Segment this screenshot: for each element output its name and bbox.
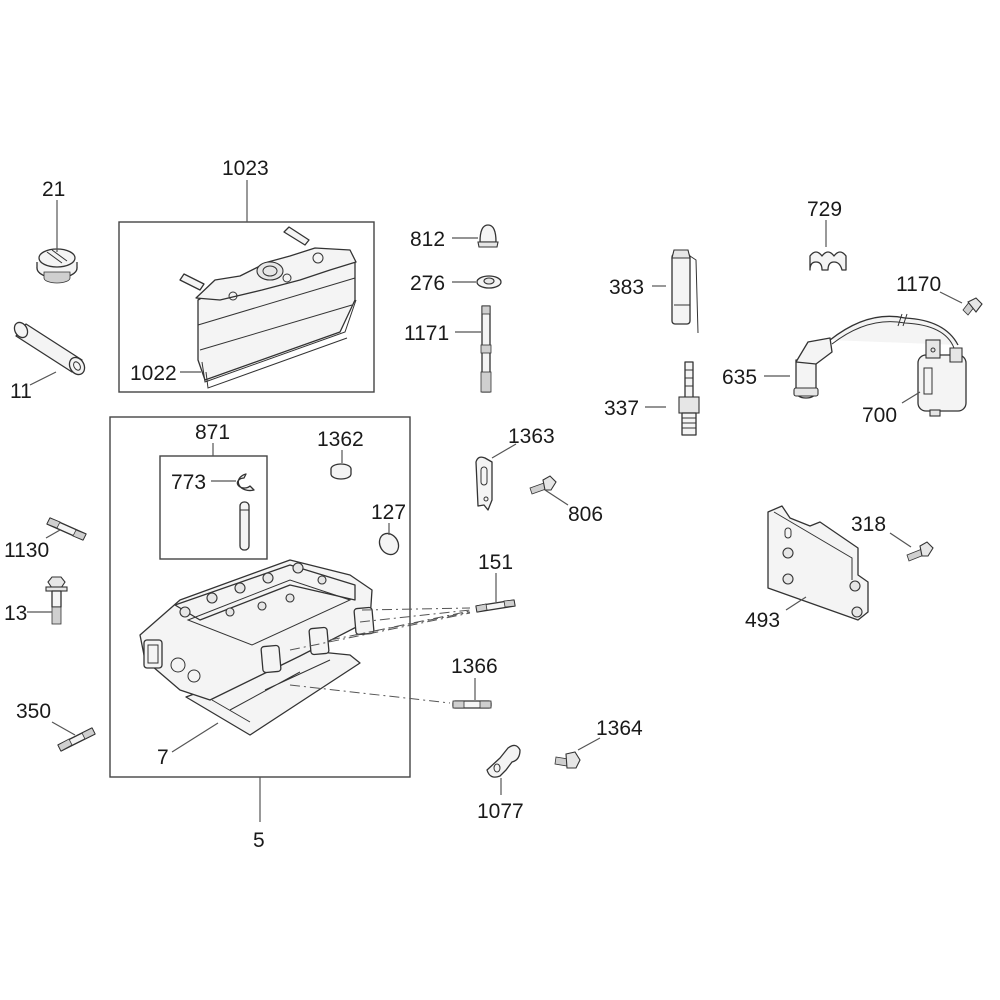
label-276[interactable]: 276 [410,272,445,295]
part-337-spark-plug[interactable] [678,361,700,436]
part-871-valve-guide[interactable] [239,501,250,551]
label-729[interactable]: 729 [807,198,842,221]
part-383-plug-connector[interactable] [671,249,699,334]
label-806[interactable]: 806 [568,503,603,526]
label-1363[interactable]: 1363 [508,425,555,448]
label-635[interactable]: 635 [722,366,757,389]
part-812-cap-nut[interactable] [477,224,499,248]
part-151-stud[interactable] [475,599,516,613]
installation-lines-151 [289,607,471,651]
leader-806 [544,489,569,506]
label-1023[interactable]: 1023 [222,157,269,180]
part-700-ignition-coil[interactable] [917,339,967,417]
leader-318 [889,532,912,548]
label-1171[interactable]: 1171 [404,322,449,345]
label-11[interactable]: 11 [10,380,32,403]
label-1366[interactable]: 1366 [451,655,498,678]
installation-line-1366 [289,684,451,704]
part-1366-stud[interactable] [452,700,492,709]
part-318-bolt[interactable] [906,541,934,562]
label-1077[interactable]: 1077 [477,800,524,823]
part-5-cylinder-head[interactable] [139,559,375,736]
part-1364-bolt[interactable] [554,751,581,769]
part-1363-bracket[interactable] [475,456,493,511]
part-635-plug-cap[interactable] [793,337,833,399]
part-11-sleeve[interactable] [12,320,88,377]
label-1022[interactable]: 1022 [130,362,177,385]
label-871[interactable]: 871 [195,421,230,444]
label-1130[interactable]: 1130 [4,539,49,562]
part-21-oil-cap[interactable] [36,248,78,284]
label-1362[interactable]: 1362 [317,428,364,451]
label-151[interactable]: 151 [478,551,513,574]
leader-700 [901,391,921,404]
part-1023-cover[interactable] [179,226,357,381]
part-1171-stud[interactable] [480,305,492,393]
part-806-bolt[interactable] [529,475,557,495]
part-276-washer[interactable] [476,275,502,289]
part-1077-clamp[interactable] [486,744,521,778]
leader-1130 [45,529,61,539]
leader-11 [29,371,57,386]
part-1022-gasket[interactable] [201,299,357,389]
part-729-cable-clip[interactable] [809,251,847,271]
leader-7 [171,722,219,753]
label-350[interactable]: 350 [16,700,51,723]
leader-350 [51,721,76,736]
ignition-lead-cable [829,315,959,346]
part-493-mounting-plate[interactable] [767,505,869,621]
label-127[interactable]: 127 [371,501,406,524]
label-13[interactable]: 13 [4,602,27,625]
part-773-circlip[interactable] [236,473,255,492]
label-1364[interactable]: 1364 [596,717,643,740]
label-812[interactable]: 812 [410,228,445,251]
part-127-plug[interactable] [376,530,403,558]
leader-1363 [491,443,517,459]
label-21[interactable]: 21 [42,178,65,201]
part-1130-stud[interactable] [46,517,87,541]
part-1362-ring[interactable] [330,463,352,480]
part-350-stud[interactable] [57,727,96,752]
label-5[interactable]: 5 [253,829,265,852]
label-337[interactable]: 337 [604,397,639,420]
label-773[interactable]: 773 [171,471,206,494]
leader-1170 [939,291,963,304]
leader-1364 [577,737,601,751]
label-383[interactable]: 383 [609,276,644,299]
label-700[interactable]: 700 [862,404,897,427]
part-13-flange-bolt[interactable] [45,576,68,625]
part-1170-bolt[interactable] [962,297,983,316]
label-1170[interactable]: 1170 [896,273,941,296]
label-493[interactable]: 493 [745,609,780,632]
label-7[interactable]: 7 [157,746,169,769]
label-318[interactable]: 318 [851,513,886,536]
leader-493 [785,596,807,611]
